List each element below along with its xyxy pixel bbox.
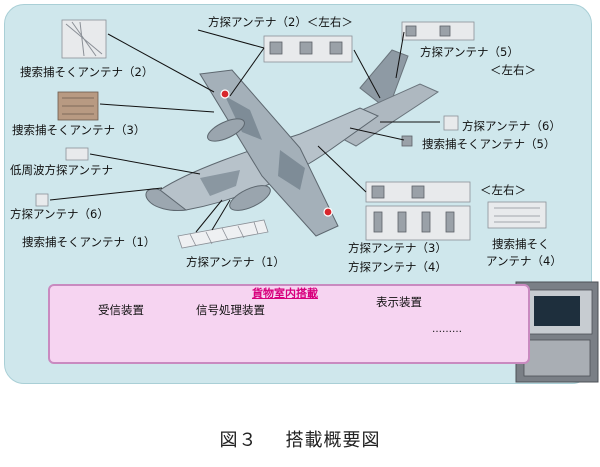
search-track-antenna-5-image xyxy=(401,135,413,147)
label-direction-antenna-6-left: 方探アンテナ（6） xyxy=(10,207,109,221)
direction-antenna-6-right-image xyxy=(443,115,459,131)
label-direction-antenna-2: 方探アンテナ（2）＜左右＞ xyxy=(208,15,353,29)
aircraft-illustration xyxy=(145,49,440,237)
direction-antenna-3-4-image xyxy=(365,181,471,241)
direction-antenna-1-image xyxy=(177,219,269,249)
search-track-antenna-3-image xyxy=(57,91,99,121)
search-track-antenna-4-image xyxy=(487,201,547,229)
label-side-left-right: ＜左右＞ xyxy=(480,183,526,197)
label-search-track-antenna-1: 捜索捕そくアンテナ（1） xyxy=(22,235,156,249)
direction-antenna-6-left-image xyxy=(35,193,49,207)
label-search-track-antenna-4-line2: アンテナ（4） xyxy=(486,254,562,268)
label-receiver: 受信装置 xyxy=(98,303,144,317)
label-direction-antenna-5: 方探アンテナ（5） xyxy=(420,45,519,59)
cargo-bay-section xyxy=(48,284,530,364)
figure-caption: 図３ 搭載概要図 xyxy=(0,426,600,452)
leader-lines xyxy=(49,29,440,233)
label-search-track-antenna-3: 捜索捕そくアンテナ（3） xyxy=(12,123,146,137)
label-search-track-antenna-5: 捜索捕そくアンテナ（5） xyxy=(422,137,556,151)
direction-antenna-5-image xyxy=(401,21,475,41)
label-search-track-antenna-2: 捜索捕そくアンテナ（2） xyxy=(20,65,154,79)
label-direction-antenna-1: 方探アンテナ（1） xyxy=(186,255,285,269)
console-photo xyxy=(515,281,599,383)
figure-title: 搭載概要図 xyxy=(285,430,381,451)
label-direction-antenna-5-side: ＜左右＞ xyxy=(490,63,536,77)
cargo-bay-title: 貨物室内搭載 xyxy=(252,287,318,300)
label-display: 表示装置 xyxy=(376,295,422,309)
figure-number: 図３ xyxy=(219,430,258,451)
search-track-antenna-2-image xyxy=(61,19,107,59)
label-search-track-antenna-4-line1: 捜索捕そく xyxy=(492,237,550,251)
display-ellipsis: ……… xyxy=(432,324,462,335)
label-signal-processor: 信号処理装置 xyxy=(196,303,265,317)
label-direction-antenna-3: 方探アンテナ（3） xyxy=(348,241,447,255)
direction-antenna-2-image xyxy=(263,35,353,63)
label-direction-antenna-4: 方探アンテナ（4） xyxy=(348,260,447,274)
low-frequency-antenna-image xyxy=(65,147,89,161)
label-direction-antenna-6-right: 方探アンテナ（6） xyxy=(462,119,561,133)
label-low-frequency-antenna: 低周波方探アンテナ xyxy=(10,163,114,177)
